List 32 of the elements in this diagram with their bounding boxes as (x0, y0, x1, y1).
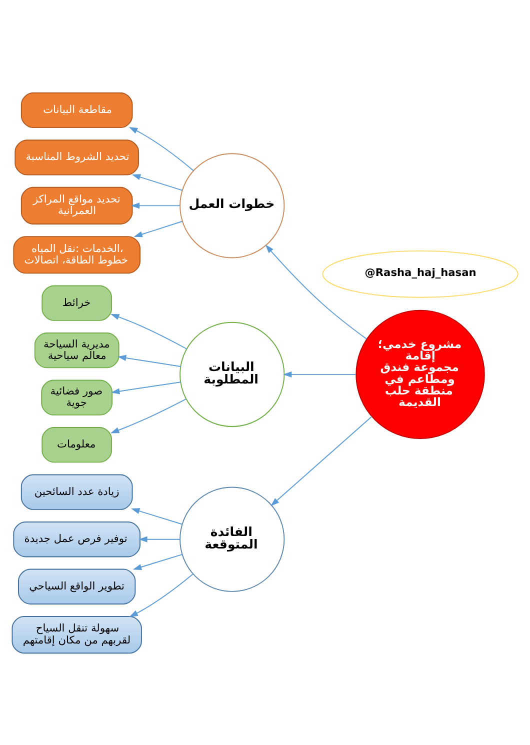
node-box: سهولة تنقل السياح لقربهم من مكان إقامتهم (12, 616, 142, 654)
node-circle: الفائدة المتوقعة (180, 486, 285, 592)
arrow (134, 220, 183, 237)
node-ellipse: @Rasha_haj_hasan (322, 250, 518, 298)
arrow (131, 508, 183, 524)
arrow (130, 202, 180, 208)
node-box: تحديد مواقع المراكز العمرانية (20, 186, 133, 224)
arrow (128, 126, 194, 171)
arrow (118, 354, 181, 366)
arrow (132, 174, 183, 190)
arrow (132, 553, 183, 570)
arrow (110, 313, 188, 349)
arrow (138, 536, 180, 542)
arrow (283, 370, 356, 377)
node-box: صور فضائية جوية (41, 379, 113, 415)
node-box: الخدمات :نقل المياه، خطوط الطاقة، اتصالات (13, 236, 140, 274)
node-box: تحديد الشروط المناسبة (14, 139, 140, 175)
node-circle: مشروع خدمي؛ إقامة مجموعة فندق ومطاعم في منطقة حلب القديمة (356, 309, 485, 439)
node-box: مقاطعة البيانات (20, 92, 133, 128)
node-box: تطوير الواقع السياحي (18, 568, 136, 604)
node-circle: خطوات العمل (180, 152, 285, 258)
node-circle: البيانات المطلوبة (180, 321, 285, 426)
arrow (129, 573, 194, 616)
node-box: معلومات (42, 426, 112, 462)
arrow (110, 398, 186, 433)
arrow (265, 244, 368, 339)
node-box: توفير فرص عمل جديدة (13, 521, 140, 557)
node-box: مديرية السياحة معالم سياحية (34, 332, 120, 368)
arrow (110, 381, 181, 394)
arrow (270, 416, 372, 506)
node-box: خرائط (42, 284, 112, 320)
node-box: زيادة عدد السائحين (20, 474, 133, 510)
